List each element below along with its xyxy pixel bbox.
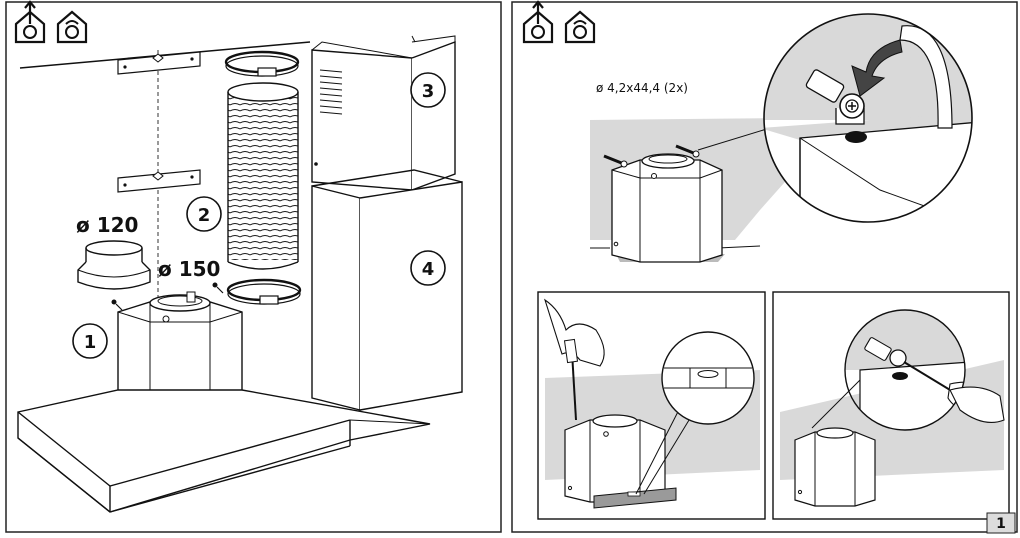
inset-level-panel xyxy=(537,291,766,520)
svg-text:1: 1 xyxy=(996,516,1006,532)
svg-text:4: 4 xyxy=(422,259,435,280)
screw-right xyxy=(212,282,224,294)
hood-base xyxy=(17,389,431,513)
recirculation-icon xyxy=(564,10,596,44)
duct-out-icon xyxy=(14,0,46,44)
right-panel: ø 4,2x44,4 (2x) xyxy=(511,0,1018,534)
motor-housing xyxy=(111,282,243,419)
hose-clamp-top xyxy=(224,50,300,77)
callout-2: 2 xyxy=(186,196,222,232)
duct-out-icon xyxy=(522,0,554,44)
hose-clamp-bottom xyxy=(226,278,302,305)
lower-chimney xyxy=(311,169,463,411)
callout-4: 4 xyxy=(410,250,446,286)
svg-text:1: 1 xyxy=(84,332,97,353)
recirculation-icon xyxy=(56,10,88,44)
upper-chimney xyxy=(311,35,456,191)
upper-bracket xyxy=(117,51,201,75)
dimension-120: ø 120 xyxy=(76,213,138,237)
callout-1: 1 xyxy=(72,323,108,359)
spirit-level xyxy=(593,487,677,509)
flexible-duct xyxy=(227,82,299,270)
inset-fix-panel xyxy=(772,291,1010,520)
adapter-120 xyxy=(77,240,151,290)
lower-bracket xyxy=(117,169,201,193)
wall-plug-left xyxy=(603,154,628,168)
dimension-150: ø 150 xyxy=(158,257,220,281)
screw-spec-label: ø 4,2x44,4 (2x) xyxy=(596,81,688,95)
callout-3: 3 xyxy=(410,72,446,108)
page-number-badge: 1 xyxy=(986,512,1016,534)
left-panel: 1 2 3 4 ø 120 ø 150 xyxy=(5,0,502,533)
svg-text:2: 2 xyxy=(198,205,211,226)
motor-housing-wall xyxy=(603,144,723,263)
svg-text:3: 3 xyxy=(422,81,435,102)
screw-left xyxy=(111,299,123,311)
wall-plug-right xyxy=(675,144,700,158)
